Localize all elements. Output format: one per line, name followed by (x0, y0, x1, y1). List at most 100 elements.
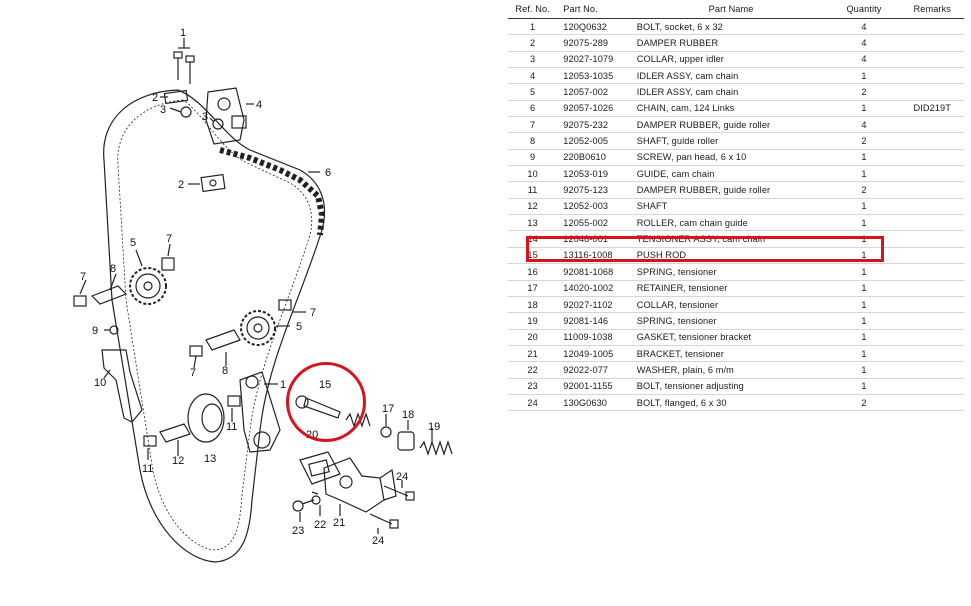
callout-11: 11 (226, 421, 237, 433)
quantity-cell: 1 (861, 332, 867, 343)
damper-rubber-icon (163, 89, 189, 105)
damper-rubber-icon (143, 435, 157, 447)
quantity-cell: 1 (861, 70, 867, 81)
callout-7: 7 (166, 233, 172, 245)
quantity-cell: 1 (861, 381, 867, 392)
callout-2: 2 (178, 179, 184, 191)
bolt-icon (369, 485, 415, 529)
quantity-cell: 1 (861, 217, 867, 228)
part-no-cell: 12055-002 (563, 217, 609, 228)
ref-no-cell: 14 (527, 234, 538, 245)
part-name-cell: TENSIONER ASSY, cam chain (636, 234, 766, 245)
callout-1: 1 (180, 27, 186, 39)
tensioner-bracket-icon (323, 457, 397, 513)
part-no-cell: 92075-289 (563, 38, 609, 49)
callout-14: 1 (280, 379, 286, 391)
quantity-cell: 1 (861, 283, 867, 294)
part-name-cell: BOLT, socket, 6 x 32 (636, 21, 723, 32)
ref-no-cell: 9 (530, 152, 536, 163)
callout-19: 19 (428, 421, 440, 433)
remarks-cell (901, 117, 964, 133)
part-no-cell: 11009-1038 (563, 332, 613, 343)
remarks-cell (901, 231, 964, 247)
part-no-cell: 12049-1005 (563, 348, 614, 359)
quantity-cell: 2 (861, 87, 867, 98)
callout-8: 8 (222, 365, 228, 377)
callout-10: 10 (94, 377, 106, 389)
guide-roller-icon (187, 393, 225, 443)
damper-rubber-icon (189, 345, 203, 357)
callout-8: 8 (110, 263, 116, 275)
bolt-icon (292, 499, 315, 512)
header-remarks: Remarks (913, 4, 951, 14)
callout-18: 18 (402, 409, 414, 421)
quantity-cell: 4 (861, 54, 867, 65)
part-no-cell: 92022-077 (563, 364, 609, 375)
part-name-cell: BRACKET, tensioner (636, 348, 724, 359)
remarks-cell (901, 68, 964, 84)
part-name-cell: DAMPER RUBBER, guide roller (636, 185, 771, 196)
remarks-cell (901, 394, 964, 410)
part-no-cell: 13116-1008 (563, 250, 613, 261)
header-part-name: Part Name (708, 4, 754, 14)
ref-no-cell: 6 (530, 103, 536, 114)
callout-4: 4 (256, 99, 262, 111)
shaft-icon (159, 423, 191, 443)
table-header-row: Ref. No. Part No. Part Name Quantity Rem… (508, 0, 964, 19)
quantity-cell: 1 (861, 234, 867, 245)
part-no-cell: 130G0630 (563, 397, 607, 408)
ref-no-cell: 23 (527, 381, 538, 392)
ref-no-cell: 3 (530, 54, 536, 65)
part-no-cell: 12052-005 (563, 136, 609, 147)
ref-no-cell: 5 (530, 87, 536, 98)
remarks-cell (901, 329, 964, 345)
screw-icon (104, 325, 119, 335)
ref-no-cell: 20 (527, 332, 538, 343)
part-name-cell: SPRING, tensioner (636, 315, 717, 326)
remarks-cell (901, 35, 964, 51)
ref-no-cell: 16 (527, 266, 538, 277)
remarks-cell: DID219T (913, 103, 951, 114)
shaft-icon (90, 285, 128, 305)
callout-5: 5 (130, 237, 136, 249)
part-name-cell: SHAFT, guide roller (636, 136, 719, 147)
part-no-cell: 120Q0632 (563, 21, 607, 32)
part-name-cell: GUIDE, cam chain (636, 168, 715, 179)
callout-17: 17 (382, 403, 394, 415)
exploded-parts-diagram: 1 2 3 3 4 2 6 5 7 7 8 7 5 9 7 8 10 11 11… (73, 27, 453, 563)
remarks-cell (901, 247, 964, 263)
part-name-cell: ROLLER, cam chain guide (636, 217, 748, 228)
sprocket-icon (240, 310, 276, 346)
part-name-cell: PUSH ROD (636, 250, 687, 261)
parts-table: Ref. No. Part No. Part Name Quantity Rem… (508, 0, 964, 411)
ref-no-cell: 12 (527, 201, 538, 212)
ref-no-cell: 17 (527, 283, 538, 294)
part-name-cell: COLLAR, upper idler (636, 54, 724, 65)
quantity-cell: 1 (861, 299, 867, 310)
ref-no-cell: 8 (530, 136, 536, 147)
callout-3: 3 (160, 104, 166, 116)
callout-24: 24 (396, 471, 408, 483)
remarks-cell (901, 84, 964, 100)
chain-links (219, 147, 326, 236)
part-name-cell: BOLT, tensioner adjusting (636, 381, 744, 392)
remarks-cell (901, 19, 964, 35)
quantity-cell: 2 (861, 397, 867, 408)
remarks-cell (901, 149, 964, 165)
remarks-cell (901, 296, 964, 312)
ref-no-cell: 1 (530, 21, 536, 32)
ref-no-cell: 4 (530, 70, 536, 81)
part-no-cell: 92075-123 (563, 185, 609, 196)
part-no-cell: 220B0610 (563, 152, 606, 163)
